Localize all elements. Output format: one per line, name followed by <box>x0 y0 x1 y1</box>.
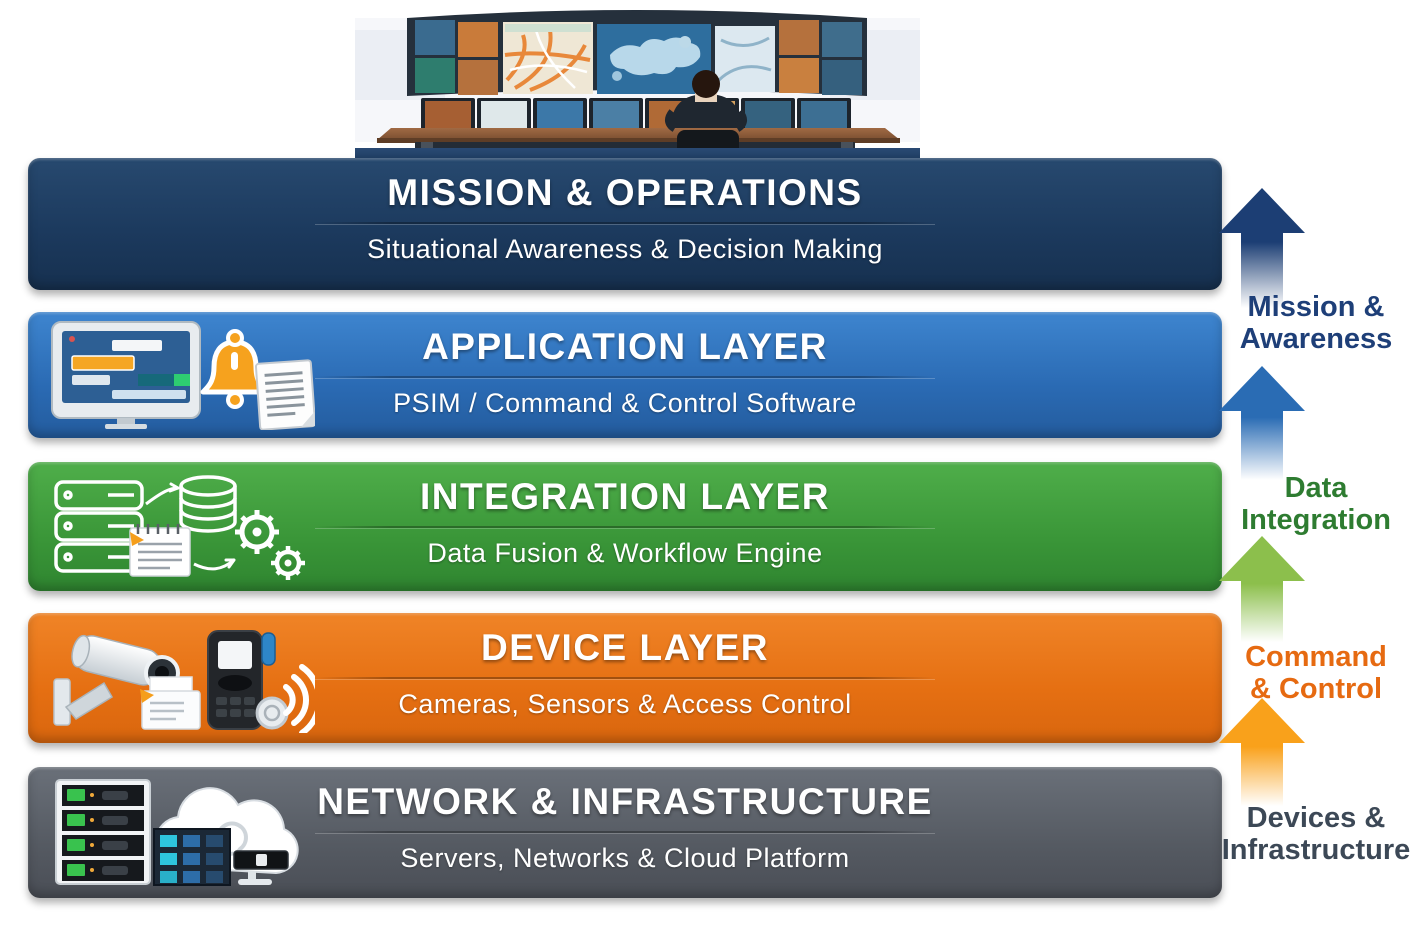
layer-subtitle: Data Fusion & Workflow Engine <box>427 538 823 568</box>
application-layer-icons <box>51 321 315 430</box>
flow-label-devices-infrastructure: Devices & Infrastructure <box>1221 802 1411 866</box>
camera-feed-thumbnails-left <box>415 20 498 95</box>
up-arrow-data-icon <box>1219 366 1305 480</box>
network-switch-icon <box>153 828 231 886</box>
workflow-arrows <box>145 482 236 571</box>
desk-monitors-row <box>421 98 851 135</box>
layer-title: APPLICATION LAYER <box>422 326 828 367</box>
up-arrow-command-icon <box>1219 536 1305 642</box>
flow-label-command-control: Command & Control <box>1245 641 1387 705</box>
title-divider <box>315 526 935 528</box>
usb-dongle-icon <box>261 632 276 666</box>
escalation-flow: Mission & Awareness Data Integration Com… <box>1215 155 1413 915</box>
proximity-fob-icon <box>255 696 289 730</box>
wireless-signal-icon <box>283 664 315 733</box>
layer-subtitle: Situational Awareness & Decision Making <box>367 234 883 264</box>
title-divider <box>315 677 935 679</box>
card-reader-icon <box>140 676 201 730</box>
world-map-screen <box>597 24 711 94</box>
notepad-icon <box>129 524 191 577</box>
operator-figure <box>665 70 747 156</box>
network-layer-icons <box>55 779 299 886</box>
title-divider <box>315 222 935 224</box>
server-rack-icon <box>55 779 151 885</box>
report-document-icon <box>254 359 315 430</box>
layer-subtitle: PSIM / Command & Control Software <box>393 388 857 418</box>
database-icon <box>179 475 237 533</box>
layer-title: NETWORK & INFRASTRUCTURE <box>317 781 933 822</box>
layer-title: DEVICE LAYER <box>480 627 770 668</box>
network-appliance-icon <box>233 850 289 885</box>
route-map-screen <box>715 26 775 92</box>
layer-device: DEVICE LAYER Cameras, Sensors & Access C… <box>28 613 1222 743</box>
title-divider <box>315 376 935 378</box>
layer-subtitle: Servers, Networks & Cloud Platform <box>400 843 850 873</box>
workflow-gears-icon <box>235 510 305 580</box>
layer-network-infrastructure: NETWORK & INFRASTRUCTURE Servers, Networ… <box>28 767 1222 898</box>
control-room-illustration <box>355 10 920 162</box>
flow-label-mission-awareness: Mission & Awareness <box>1239 291 1393 355</box>
street-map-screen <box>503 22 593 94</box>
up-arrow-devices-icon <box>1219 698 1305 806</box>
up-arrow-mission-icon <box>1219 188 1305 308</box>
integration-layer-icons <box>54 475 305 580</box>
layer-title: INTEGRATION LAYER <box>420 476 830 517</box>
title-divider <box>315 831 935 833</box>
layer-title: MISSION & OPERATIONS <box>387 172 863 213</box>
device-layer-icons <box>53 630 315 733</box>
camera-feed-thumbnails-right <box>779 20 862 95</box>
monitor-dashboard-icon <box>51 321 201 429</box>
layer-application: APPLICATION LAYER PSIM / Command & Contr… <box>28 312 1222 438</box>
layer-subtitle: Cameras, Sensors & Access Control <box>398 689 852 719</box>
layer-integration: INTEGRATION LAYER Data Fusion & Workflow… <box>28 462 1222 591</box>
alert-bell-icon <box>200 329 270 409</box>
flow-label-data-integration: Data Integration <box>1241 472 1391 536</box>
access-terminal-icon <box>207 630 276 730</box>
layer-mission-operations: MISSION & OPERATIONS Situational Awarene… <box>28 158 1222 290</box>
